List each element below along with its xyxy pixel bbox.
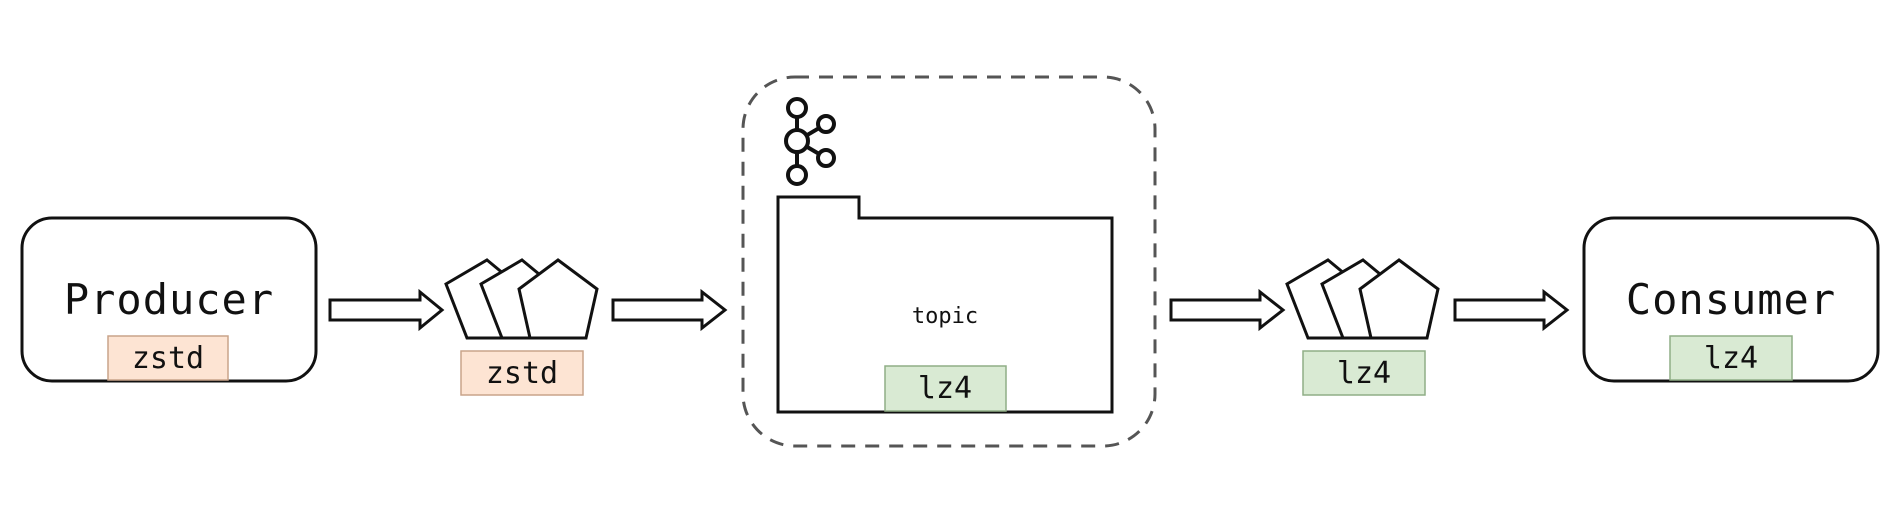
producer-compression-badge xyxy=(107,335,229,381)
kafka-icon xyxy=(784,97,836,186)
broker-node: topic lz4 xyxy=(741,75,1157,448)
consumer-node: Consumer lz4 xyxy=(1582,216,1880,383)
consumer-batch-compression-label: lz4 xyxy=(1337,356,1391,391)
message-batch-icon xyxy=(444,258,599,340)
arrow-right-icon xyxy=(1453,288,1570,332)
producer-batch-compression-badge xyxy=(460,350,584,396)
broker-boundary xyxy=(741,75,1157,448)
topic-folder-icon xyxy=(776,195,1114,414)
arrow-right-icon xyxy=(328,288,445,332)
producer-message-batch: zstd xyxy=(444,258,599,396)
topic-label: topic xyxy=(912,304,978,329)
consumer-box xyxy=(1582,216,1880,383)
consumer-batch-compression-badge xyxy=(1302,350,1426,396)
broker-compression-label: lz4 xyxy=(918,371,972,406)
message-batch-icon xyxy=(1285,258,1440,340)
producer-batch-compression-label: zstd xyxy=(486,356,558,391)
arrow-right-icon xyxy=(1169,288,1286,332)
consumer-message-batch: lz4 xyxy=(1285,258,1440,396)
arrow-right-icon xyxy=(611,288,728,332)
producer-box xyxy=(20,216,318,383)
consumer-compression-label: lz4 xyxy=(1704,341,1758,376)
broker-compression-badge xyxy=(884,365,1007,412)
consumer-label: Consumer xyxy=(1626,275,1836,324)
consumer-compression-badge xyxy=(1669,335,1793,381)
producer-label: Producer xyxy=(64,275,274,324)
producer-node: Producer zstd xyxy=(20,216,318,383)
producer-compression-label: zstd xyxy=(132,341,204,376)
